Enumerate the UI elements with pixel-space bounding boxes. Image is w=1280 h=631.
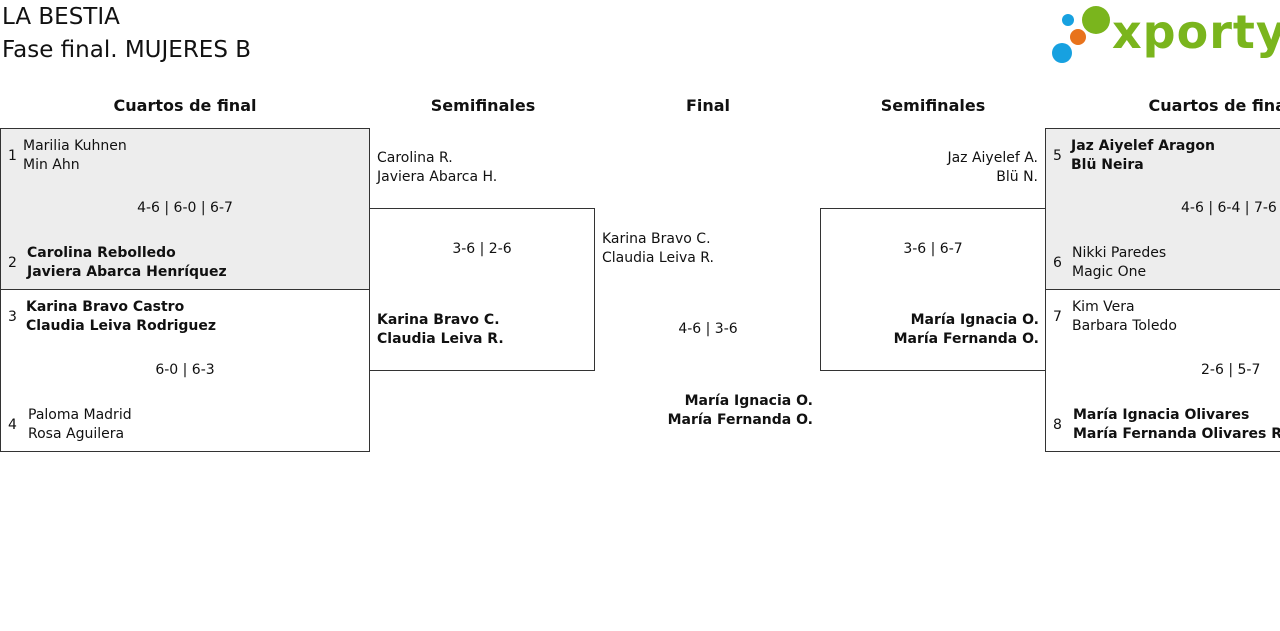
round-header-left-quarterfinals: Cuartos de final (113, 96, 257, 115)
player-name: María Ignacia O. (684, 393, 813, 409)
player-name: María Ignacia Olivares (1073, 407, 1250, 423)
player-name: Nikki Paredes (1072, 245, 1167, 261)
player-name: María Fernanda O. (667, 412, 813, 428)
qf-match-2: 3 Karina Bravo Castro Claudia Leiva Rodr… (0, 289, 370, 452)
team-entry: Kim Vera Barbara Toledo (1072, 298, 1177, 336)
match-score: 2-6 | 5-7 (1201, 362, 1261, 378)
player-name: Kim Vera (1072, 299, 1135, 315)
final-score: 4-6 | 3-6 (678, 321, 738, 337)
seed-number: 3 (8, 309, 17, 325)
player-name: Carolina Rebolledo (27, 245, 176, 261)
match-score: 3-6 | 6-7 (903, 241, 963, 257)
team-entry-winner: María Ignacia Olivares María Fernanda Ol… (1073, 406, 1280, 444)
player-name: Claudia Leiva R. (602, 250, 714, 266)
logo-text: xporty (1112, 5, 1280, 59)
sf-right-connector: 3-6 | 6-7 María Ignacia O. María Fernand… (820, 208, 1046, 371)
player-name: María Fernanda O. (893, 331, 1039, 347)
match-score: 4-6 | 6-0 | 6-7 (137, 200, 233, 216)
qf-match-1: 1 Marilia Kuhnen Min Ahn 4-6 | 6-0 | 6-7… (0, 128, 370, 290)
xporty-logo: xporty (1050, 4, 1280, 68)
player-name: Carolina R. (377, 150, 453, 166)
player-name: Magic One (1072, 264, 1147, 280)
seed-number: 7 (1053, 309, 1062, 325)
player-name: Jaz Aiyelef Aragon (1071, 138, 1215, 154)
match-score: 6-0 | 6-3 (155, 362, 215, 378)
player-name: Rosa Aguilera (28, 426, 125, 442)
team-entry: Marilia Kuhnen Min Ahn (23, 137, 127, 175)
draw-title: Fase final. MUJERES B (2, 37, 252, 63)
player-name: Javiera Abarca Henríquez (27, 264, 227, 280)
event-title: LA BESTIA (2, 4, 120, 30)
sf-left-connector: 3-6 | 2-6 Karina Bravo C. Claudia Leiva … (369, 208, 595, 371)
round-header-right-quarterfinals: Cuartos de final (1148, 96, 1280, 115)
player-name: María Ignacia O. (910, 312, 1039, 328)
seed-number: 5 (1053, 148, 1062, 164)
match-score: 4-6 | 6-4 | 7-6 (1181, 200, 1277, 216)
logo-dot-blue-small (1062, 14, 1074, 26)
player-name: Claudia Leiva Rodriguez (26, 318, 217, 334)
team-entry-winner: Karina Bravo C. Claudia Leiva R. (377, 311, 504, 349)
player-name: Jaz Aiyelef A. (947, 150, 1038, 166)
player-name: Karina Bravo C. (602, 231, 711, 247)
seed-number: 4 (8, 417, 17, 433)
qf-match-3: 5 Jaz Aiyelef Aragon Blü Neira 4-6 | 6-4… (1045, 128, 1280, 290)
player-name: Paloma Madrid (28, 407, 132, 423)
qf-match-4: 7 Kim Vera Barbara Toledo 2-6 | 5-7 8 Ma… (1045, 289, 1280, 452)
round-header-left-semifinals: Semifinales (430, 96, 536, 115)
player-name: Marilia Kuhnen (23, 138, 127, 154)
player-name: Karina Bravo Castro (26, 299, 185, 315)
seed-number: 8 (1053, 417, 1062, 433)
seed-number: 2 (8, 255, 17, 271)
sf-left-team-a: Carolina R. Javiera Abarca H. (377, 149, 497, 187)
final-team-a: Karina Bravo C. Claudia Leiva R. (602, 230, 714, 268)
seed-number: 1 (8, 148, 17, 164)
team-entry: Paloma Madrid Rosa Aguilera (28, 406, 132, 444)
player-name: María Fernanda Olivares Riv (1073, 426, 1280, 442)
player-name: Min Ahn (23, 157, 80, 173)
team-entry-winner: Jaz Aiyelef Aragon Blü Neira (1071, 137, 1215, 175)
sf-right-team-a: Jaz Aiyelef A. Blü N. (820, 149, 1038, 187)
player-name: Karina Bravo C. (377, 312, 500, 328)
player-name: Javiera Abarca H. (377, 169, 498, 185)
logo-dot-green (1082, 6, 1110, 34)
logo-dot-blue-large (1052, 43, 1072, 63)
round-header-final: Final (685, 96, 731, 115)
player-name: Blü N. (996, 169, 1038, 185)
final-team-winner: María Ignacia O. María Fernanda O. (620, 392, 813, 430)
team-entry-winner: Karina Bravo Castro Claudia Leiva Rodrig… (26, 298, 216, 336)
team-entry: Nikki Paredes Magic One (1072, 244, 1166, 282)
team-entry-winner: Carolina Rebolledo Javiera Abarca Henríq… (27, 244, 227, 282)
player-name: Barbara Toledo (1072, 318, 1177, 334)
team-entry-winner: María Ignacia O. María Fernanda O. (821, 311, 1039, 349)
player-name: Claudia Leiva R. (377, 331, 504, 347)
player-name: Blü Neira (1071, 157, 1144, 173)
match-score: 3-6 | 2-6 (452, 241, 512, 257)
logo-dot-orange (1070, 29, 1086, 45)
seed-number: 6 (1053, 255, 1062, 271)
round-header-right-semifinals: Semifinales (880, 96, 986, 115)
